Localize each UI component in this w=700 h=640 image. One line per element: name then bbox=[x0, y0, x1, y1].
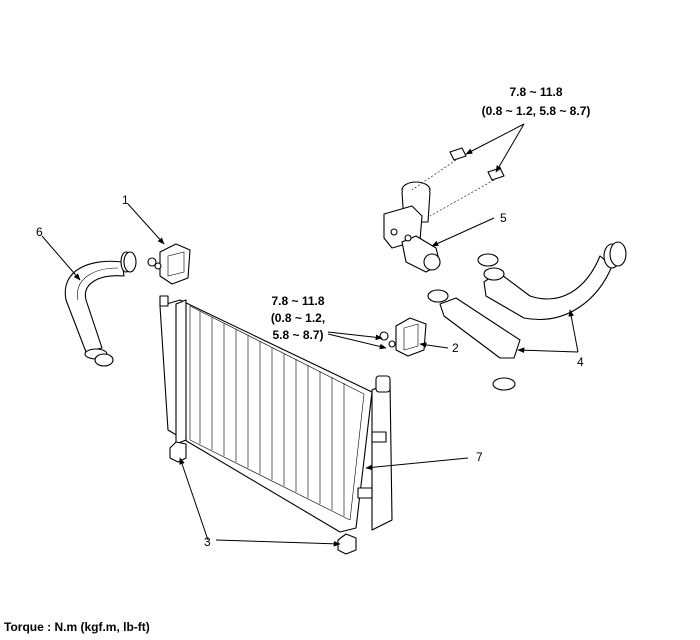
radiator-insulator-lower-right bbox=[337, 533, 357, 555]
torque-spec-mid-line3: 5.8 ~ 8.7) bbox=[272, 328, 323, 342]
torque-spec-top-line1: 7.8 ~ 11.8 bbox=[509, 85, 562, 99]
callout-2: 2 bbox=[452, 341, 459, 355]
torque-spec-mid-line1: 7.8 ~ 11.8 bbox=[271, 294, 324, 308]
radiator-mounting-bracket-2 bbox=[379, 317, 427, 357]
torque-spec-top-line2: (0.8 ~ 1.2, 5.8 ~ 8.7) bbox=[482, 104, 591, 118]
callout-3: 3 bbox=[204, 535, 211, 549]
callout-6: 6 bbox=[36, 225, 43, 239]
callout-4: 4 bbox=[577, 355, 584, 369]
hose-clamp bbox=[94, 251, 137, 367]
torque-unit-legend: Torque : N.m (kgf.m, lb-ft) bbox=[4, 620, 150, 634]
hose-clamp bbox=[427, 241, 627, 391]
upper-radiator-hose bbox=[64, 251, 132, 360]
callout-1: 1 bbox=[122, 193, 129, 207]
lower-radiator-hose bbox=[439, 243, 621, 359]
radiator-insulator-lower-left bbox=[169, 441, 187, 463]
bolt-top bbox=[449, 147, 505, 181]
radiator-mounting-bracket-1 bbox=[147, 243, 191, 285]
radiator bbox=[159, 295, 393, 533]
callout-7: 7 bbox=[476, 450, 483, 464]
torque-spec-mid-line2: (0.8 ~ 1.2, bbox=[271, 311, 325, 325]
filler-neck-assembly bbox=[383, 181, 441, 273]
callout-5: 5 bbox=[500, 211, 507, 225]
